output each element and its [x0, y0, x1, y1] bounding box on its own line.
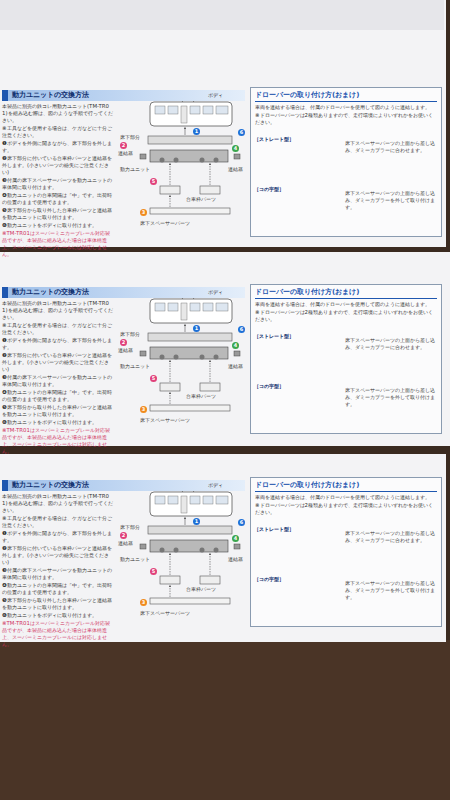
type-heading: ［コの字型］	[254, 576, 284, 583]
callout-number: 2	[120, 532, 127, 539]
instruction-text: ❷床下部分に付いている台車枠パーツと連結器を外します。(小さいパーツの紛失にご注…	[2, 155, 114, 176]
part-name: 連結器	[118, 347, 133, 354]
instruction-text: 本製品に別売の鉄コレ用動力ユニット(TM-TR01)を組み込む際は、図のような手…	[2, 300, 114, 321]
callout-number: 4	[232, 145, 239, 152]
instruction-text: ❺床下部分から取り外した台車枠パーツと連結器を動力ユニットに取り付けます。	[2, 597, 114, 611]
instruction-section: 動力ユニットの交換方法本製品に別売の鉄コレ用動力ユニット(TM-TR01)を組み…	[2, 90, 245, 259]
part-name: 床下スペーサーパーツ	[140, 610, 190, 617]
instruction-text: ❻動力ユニットをボディに取り付けます。	[2, 419, 114, 426]
package-box-top	[0, 0, 444, 30]
drawbar-note: 床下スペーサーパーツの上面から差し込み、ダミーカプラーに合わせます。	[345, 337, 440, 351]
instruction-section: 動力ユニットの交換方法本製品に別売の鉄コレ用動力ユニット(TM-TR01)を組み…	[2, 287, 245, 456]
callout-number: 1	[193, 128, 200, 135]
part-name: ボディ	[208, 289, 223, 296]
part-name: ボディ	[208, 92, 223, 99]
instruction-text: 車両を連結する場合は、付属のドローバーを使用して図のように連結します。	[255, 301, 437, 308]
callout-number: 4	[232, 535, 239, 542]
drawbar-note: 床下スペーサーパーツの上面から差し込み、ダミーカプラーに合わせます。	[345, 530, 440, 544]
instruction-text: ❹動力ユニットの台車間隔は「中」です。出荷時の位置のままで使用できます。	[2, 389, 114, 403]
part-name: 連結器	[228, 363, 243, 370]
part-name: 床下スペーサーパーツ	[140, 417, 190, 424]
callout-number: 5	[150, 178, 157, 185]
instruction-section: 動力ユニットの交換方法本製品に別売の鉄コレ用動力ユニット(TM-TR01)を組み…	[2, 480, 245, 649]
drawbar-section: ドローバーの取り付け方(おまけ) 車両を連結する場合は、付属のドローバーを使用して…	[250, 477, 442, 627]
instruction-text: ❹動力ユニットの台車間隔は「中」です。出荷時の位置のままで使用できます。	[2, 192, 114, 206]
instruction-text: 車両を連結する場合は、付属のドローバーを使用して図のように連結します。	[255, 494, 437, 501]
instruction-text: ※工具などを使用する場合は、ケガなどに十分ご注意ください。	[2, 322, 114, 336]
instruction-text: ❹動力ユニットの台車間隔は「中」です。出荷時の位置のままで使用できます。	[2, 582, 114, 596]
type-heading: ［コの字型］	[254, 383, 284, 390]
callout-number: 5	[150, 568, 157, 575]
callout-number: 1	[193, 518, 200, 525]
part-name: 床下部分	[120, 524, 140, 531]
instruction-text: ❺床下部分から取り外した台車枠パーツと連結器を動力ユニットに取り付けます。	[2, 207, 114, 221]
instruction-text: ❸付属の床下スペーサーパーツを動力ユニットの車体間に取り付けます。	[2, 374, 114, 388]
instruction-text: 本製品に別売の鉄コレ用動力ユニット(TM-TR01)を組み込む際は、図のような手…	[2, 103, 114, 124]
part-name: 床下スペーサーパーツ	[140, 220, 190, 227]
instruction-text: 本製品に別売の鉄コレ用動力ユニット(TM-TR01)を組み込む際は、図のような手…	[2, 493, 114, 514]
instruction-text: ❸付属の床下スペーサーパーツを動力ユニットの車体間に取り付けます。	[2, 177, 114, 191]
section-heading: ドローバーの取り付け方(おまけ)	[255, 288, 437, 299]
section-heading: ドローバーの取り付け方(おまけ)	[255, 91, 437, 102]
part-name: 連結器	[118, 540, 133, 547]
instruction-text: ❻動力ユニットをボディに取り付けます。	[2, 612, 114, 619]
part-name: 台車枠パーツ	[186, 196, 216, 203]
instruction-text: ❶ボディを外側に開きながら、床下部分を外します。	[2, 530, 114, 544]
part-name: ボディ	[208, 482, 223, 489]
type-heading: ［ストレート型］	[254, 136, 294, 143]
part-name: 連結器	[118, 150, 133, 157]
part-name: 連結器	[228, 556, 243, 563]
instruction-text: ※TM-TR01はスーパーミニカーブレール対応製品ですが、本製品に組み込んだ場合…	[2, 620, 114, 648]
part-name: 床下部分	[120, 134, 140, 141]
instruction-text: ❸付属の床下スペーサーパーツを動力ユニットの車体間に取り付けます。	[2, 567, 114, 581]
drawbar-note: 床下スペーサーパーツの上面から差し込み、ダミーカプラーに合わせます。	[345, 140, 440, 154]
callout-number: 6	[238, 519, 245, 526]
part-name: 床下部分	[120, 331, 140, 338]
callout-number: 3	[140, 406, 147, 413]
type-heading: ［ストレート型］	[254, 526, 294, 533]
instruction-text: ❶ボディを外側に開きながら、床下部分を外します。	[2, 140, 114, 154]
instruction-text: ❷床下部分に付いている台車枠パーツと連結器を外します。(小さいパーツの紛失にご注…	[2, 545, 114, 566]
instruction-text: 車両を連結する場合は、付属のドローバーを使用して図のように連結します。	[255, 104, 437, 111]
drawbar-section: ドローバーの取り付け方(おまけ) 車両を連結する場合は、付属のドローバーを使用して…	[250, 284, 442, 434]
callout-number: 2	[120, 142, 127, 149]
drawbar-note: 床下スペーサーパーツの上面から差し込み、ダミーカプラーを外して取り付けます。	[345, 580, 440, 601]
callout-number: 6	[238, 326, 245, 333]
drawbar-section: ドローバーの取り付け方(おまけ) 車両を連結する場合は、付属のドローバーを使用して…	[250, 87, 442, 237]
instruction-text: ❷床下部分に付いている台車枠パーツと連結器を外します。(小さいパーツの紛失にご注…	[2, 352, 114, 373]
callout-number: 4	[232, 342, 239, 349]
section-heading: ドローバーの取り付け方(おまけ)	[255, 481, 437, 492]
instruction-text: ※ドローバーパーツは2種類ありますので、走行環境によりいずれかをお使いください。	[255, 112, 437, 126]
instruction-text: ❻動力ユニットをボディに取り付けます。	[2, 222, 114, 229]
callout-number: 5	[150, 375, 157, 382]
instruction-text: ※ドローバーパーツは2種類ありますので、走行環境によりいずれかをお使いください。	[255, 309, 437, 323]
part-name: 動力ユニット	[120, 363, 150, 370]
callout-number: 2	[120, 339, 127, 346]
callout-number: 1	[193, 325, 200, 332]
package-box	[0, 252, 450, 446]
instruction-text: ※ドローバーパーツは2種類ありますので、走行環境によりいずれかをお使いください。	[255, 502, 437, 516]
part-name: 台車枠パーツ	[186, 393, 216, 400]
callout-number: 3	[140, 209, 147, 216]
callout-number: 3	[140, 599, 147, 606]
drawbar-note: 床下スペーサーパーツの上面から差し込み、ダミーカプラーを外して取り付けます。	[345, 190, 440, 211]
table-surface	[0, 640, 450, 800]
drawbar-note: 床下スペーサーパーツの上面から差し込み、ダミーカプラーを外して取り付けます。	[345, 387, 440, 408]
type-heading: ［コの字型］	[254, 186, 284, 193]
callout-number: 6	[238, 129, 245, 136]
instruction-text: ❶ボディを外側に開きながら、床下部分を外します。	[2, 337, 114, 351]
part-name: 動力ユニット	[120, 556, 150, 563]
package-box	[0, 0, 446, 247]
instruction-text: ※TM-TR01はスーパーミニカーブレール対応製品ですが、本製品に組み込んだ場合…	[2, 230, 114, 258]
type-heading: ［ストレート型］	[254, 333, 294, 340]
instruction-text: ※工具などを使用する場合は、ケガなどに十分ご注意ください。	[2, 515, 114, 529]
instruction-text: ※TM-TR01はスーパーミニカーブレール対応製品ですが、本製品に組み込んだ場合…	[2, 427, 114, 455]
part-name: 動力ユニット	[120, 166, 150, 173]
part-name: 連結器	[228, 166, 243, 173]
part-name: 台車枠パーツ	[186, 586, 216, 593]
package-box	[0, 454, 446, 642]
instruction-text: ※工具などを使用する場合は、ケガなどに十分ご注意ください。	[2, 125, 114, 139]
instruction-text: ❺床下部分から取り外した台車枠パーツと連結器を動力ユニットに取り付けます。	[2, 404, 114, 418]
